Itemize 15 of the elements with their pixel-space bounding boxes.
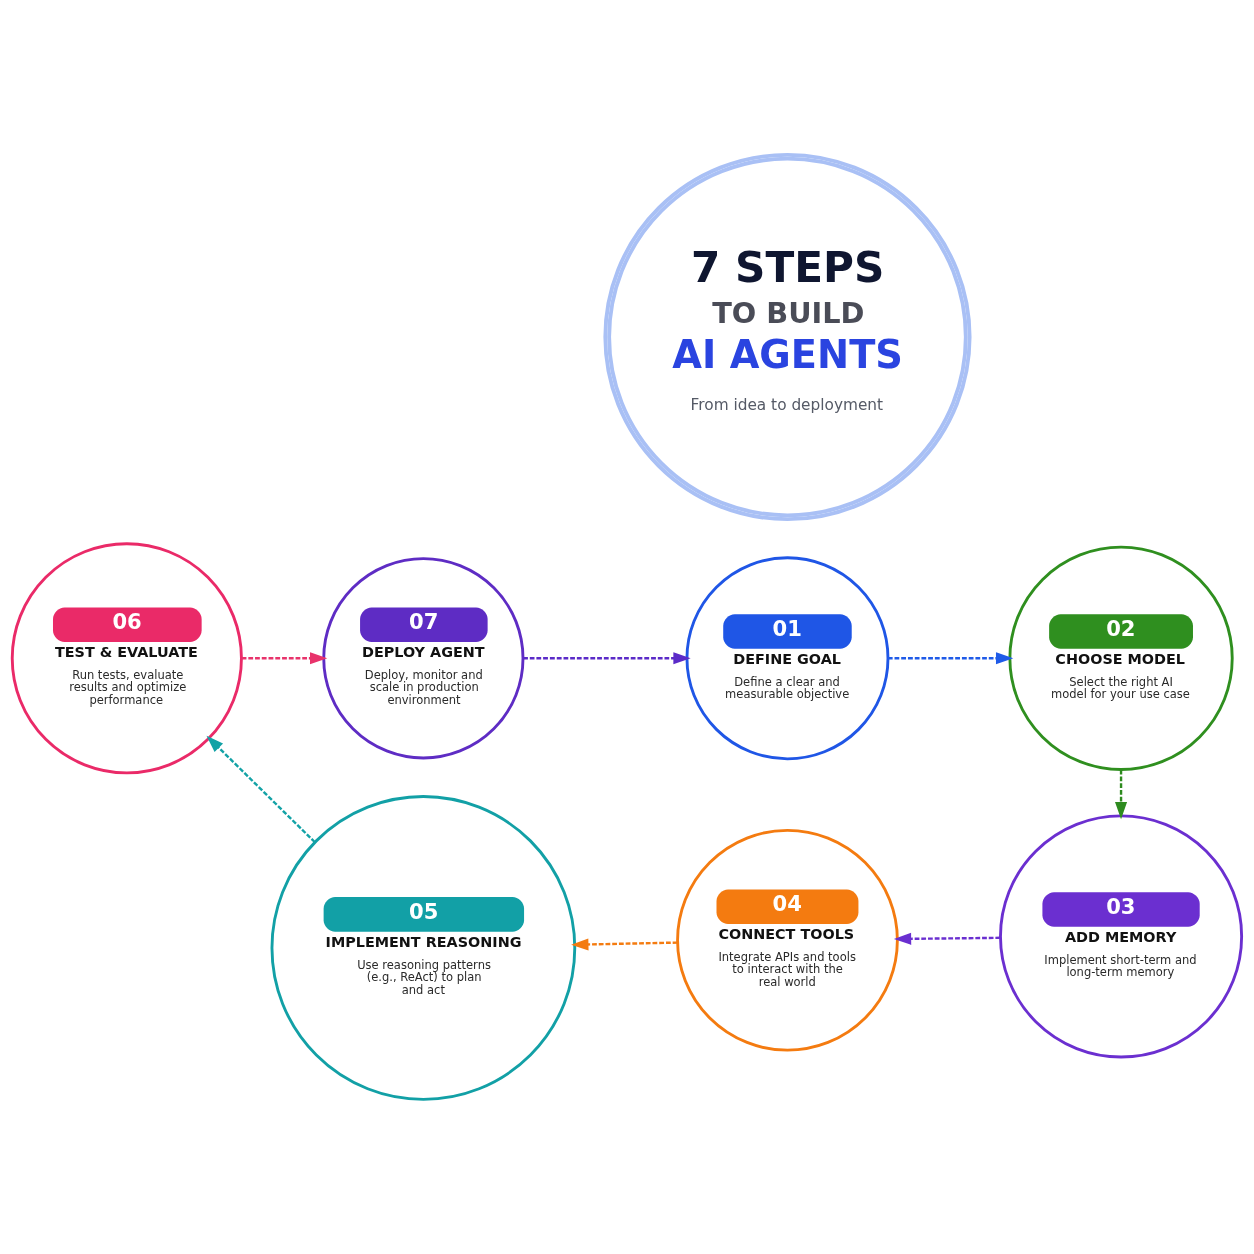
node-circle: 06 TEST & EVALUATE Run tests, evaluate results and optimize performance (10, 542, 243, 775)
node-circle: 01 DEFINE GOAL Define a clear and measurable objective (685, 556, 890, 761)
arrow (206, 735, 316, 844)
arrow (571, 938, 678, 951)
node-circle: 05 IMPLEMENT REASONING Use reasoning patterns (e.g., ReAct) to plan and act (270, 795, 577, 1101)
node-circle: 07 DEPLOY AGENT Deploy, monitor and scale in production environment (322, 557, 525, 760)
node-circle: 04 CONNECT TOOLS Integrate APIs and tools to interact with the real world (676, 828, 899, 1052)
arrow (241, 652, 328, 665)
arrow (893, 932, 1001, 945)
arrow (523, 652, 691, 665)
arrow (887, 652, 1014, 665)
arrow (1115, 769, 1128, 820)
node-circle: 03 ADD MEMORY Implement short-term and long-term memory (999, 814, 1244, 1059)
node-circle: 02 CHOOSE MODEL Select the right AI model for your use case (1008, 545, 1234, 771)
node-circle: 7 STEPS TO BUILD AI AGENTS From idea to deployment (603, 152, 972, 522)
